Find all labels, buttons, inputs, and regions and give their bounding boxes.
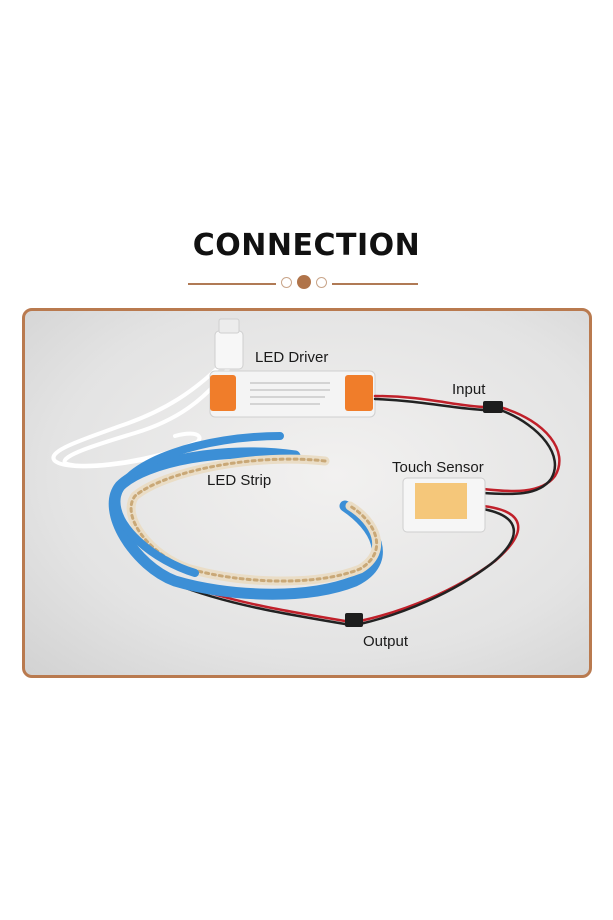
led-strip-coil: [108, 432, 383, 600]
touch-sensor-box: [402, 477, 486, 533]
divider-line-right: [332, 283, 418, 285]
divider-line-left: [188, 283, 276, 285]
divider-dot: [281, 277, 292, 288]
output-label: Output: [363, 633, 409, 650]
input-connector: [483, 401, 503, 413]
title-divider: [188, 275, 418, 290]
output-connector: [345, 613, 363, 627]
led-strip-label: LED Strip: [207, 472, 272, 489]
diagram-illustration: [51, 318, 561, 627]
page-title: CONNECTION: [192, 228, 421, 263]
divider-dot-active: [297, 275, 311, 289]
led-driver-box: [209, 370, 376, 418]
touch-sensor-label: Touch Sensor: [392, 459, 484, 476]
power-plug: [214, 318, 244, 370]
connection-diagram-photo: LED Driver Input Touch Sensor LED Strip …: [22, 308, 592, 678]
input-label: Input: [452, 381, 486, 398]
divider-dot: [316, 277, 327, 288]
led-driver-label: LED Driver: [255, 349, 329, 366]
